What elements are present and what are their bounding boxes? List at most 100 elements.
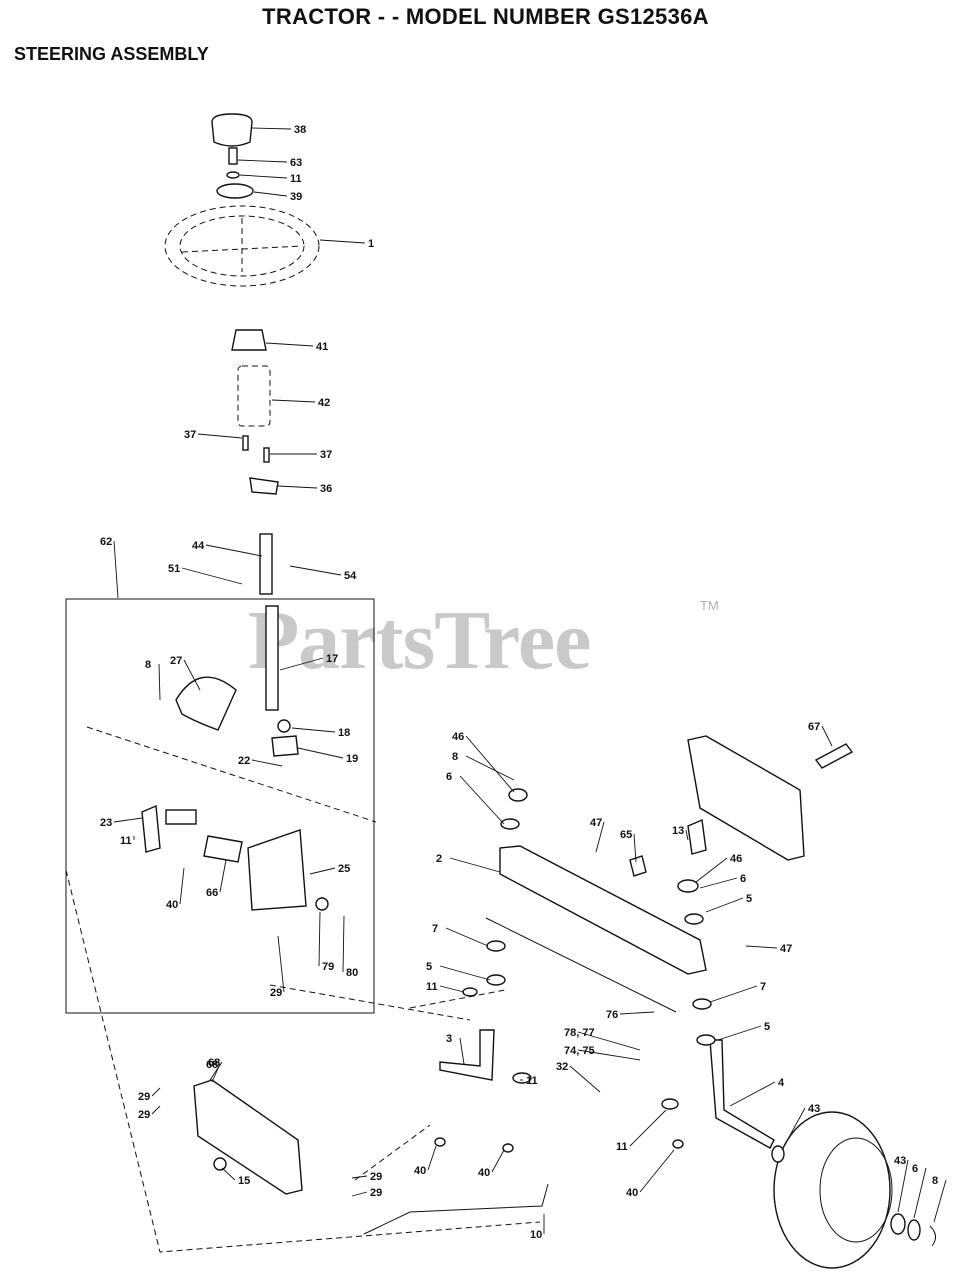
washer-part (692, 998, 712, 1010)
mount-bracket-part (247, 829, 307, 911)
callout-leader (569, 1065, 601, 1093)
callout-leader (251, 127, 292, 130)
part-number-label: 29 (370, 1171, 382, 1183)
part-number-label: 32 (556, 1061, 568, 1073)
callout-leader (221, 1167, 236, 1181)
callout-leader (113, 817, 143, 823)
cap-part (508, 788, 528, 802)
part-number-label: 4 (778, 1077, 785, 1089)
screw-part (263, 447, 270, 463)
part-number-label: 29 (270, 987, 282, 999)
part-number-label: 42 (318, 397, 330, 409)
part-number-label: 8 (452, 751, 458, 763)
part-number-label: 5 (764, 1021, 770, 1033)
part-number-label: 38 (294, 124, 306, 136)
front-wheel-part (773, 1111, 891, 1269)
part-number-label: 40 (626, 1187, 638, 1199)
part-number-label: 2 (436, 853, 442, 865)
part-number-label: 3 (446, 1033, 452, 1045)
sector-gear-part (175, 676, 237, 731)
callout-leader (717, 1025, 762, 1041)
disc-part (216, 183, 254, 199)
guide-line (409, 989, 506, 1009)
guide-line (354, 1124, 431, 1181)
washer-part (512, 1072, 532, 1084)
callout-leader (205, 544, 263, 557)
part-number-label: 43 (894, 1155, 906, 1167)
part-number-label: 10 (530, 1229, 542, 1241)
part-number-label: 1 (368, 238, 374, 250)
callout-leader (239, 174, 288, 179)
washer-part (213, 1157, 227, 1171)
callout-leader (577, 1049, 641, 1061)
part-number-label: 8 (145, 659, 151, 671)
part-number-label: 6 (912, 1163, 918, 1175)
column-bracket-part (249, 477, 279, 495)
part-number-label: 44 (192, 540, 205, 552)
bolt-part (814, 743, 854, 769)
callout-leader (237, 159, 288, 163)
washer-part (486, 940, 506, 952)
part-number-label: 46 (452, 731, 464, 743)
part-number-label: 40 (478, 1167, 490, 1179)
part-number-label: 11 (616, 1141, 628, 1153)
tube-part (165, 809, 197, 825)
callout-leader (342, 915, 345, 973)
clip-part (929, 1225, 936, 1247)
part-number-label: 40 (166, 899, 178, 911)
nut-part (502, 1143, 514, 1153)
part-number-label: 18 (338, 727, 350, 739)
callout-leader (253, 191, 288, 197)
watermark-logo: PartsTree (248, 594, 591, 687)
callout-leader (619, 1011, 655, 1015)
spacer-part (203, 835, 243, 863)
page-title: TRACTOR - - MODEL NUMBER GS12536A (262, 4, 709, 29)
part-number-label: 79 (322, 961, 334, 973)
nut-part (672, 1139, 684, 1149)
part-number-label: 54 (344, 570, 357, 582)
callout-leader (465, 755, 515, 781)
part-number-label: 36 (320, 483, 332, 495)
callout-leader (251, 759, 283, 767)
callout-leader (197, 433, 243, 439)
callout-leader (459, 775, 505, 825)
bracket-part (141, 804, 161, 853)
callout-leader (459, 1037, 465, 1065)
part-number-label: 5 (426, 961, 432, 973)
part-number-label: 68 (206, 1059, 218, 1071)
steering-shaft-part (265, 605, 279, 711)
part-number-label: 25 (338, 863, 350, 875)
callout-leader (491, 1149, 505, 1173)
callout-leader (639, 1149, 675, 1193)
callout-leader (577, 1031, 641, 1051)
part-number-label: 11 (526, 1075, 538, 1087)
part-number-label: 66 (206, 887, 218, 899)
callout-leader (449, 857, 501, 873)
part-number-label: 27 (170, 655, 182, 667)
part-number-label: 19 (346, 753, 358, 765)
part-number-label: 74, 75 (564, 1045, 595, 1057)
callout-leader (933, 1179, 947, 1223)
washer-part (226, 171, 240, 179)
part-number-label: 39 (290, 191, 302, 203)
callout-leader (821, 725, 833, 747)
knob-part (211, 113, 253, 147)
part-number-label: 62 (100, 536, 112, 548)
callout-leader (913, 1167, 927, 1219)
callout-leader (595, 821, 605, 853)
inset-box (65, 598, 375, 1014)
part-number-label: 22 (238, 755, 250, 767)
callout-leader (685, 829, 689, 841)
washer-part (500, 818, 520, 830)
sleeve-part (237, 365, 271, 427)
tie-rod-part (363, 1183, 549, 1235)
washer-part (907, 1219, 921, 1241)
part-number-label: 40 (414, 1165, 426, 1177)
part-number-label: 11 (426, 981, 438, 993)
callout-leader (209, 1061, 223, 1081)
callout-leader (219, 859, 227, 893)
callout-leader (699, 877, 738, 889)
callout-leader (289, 565, 342, 576)
part-number-label: 6 (740, 873, 746, 885)
